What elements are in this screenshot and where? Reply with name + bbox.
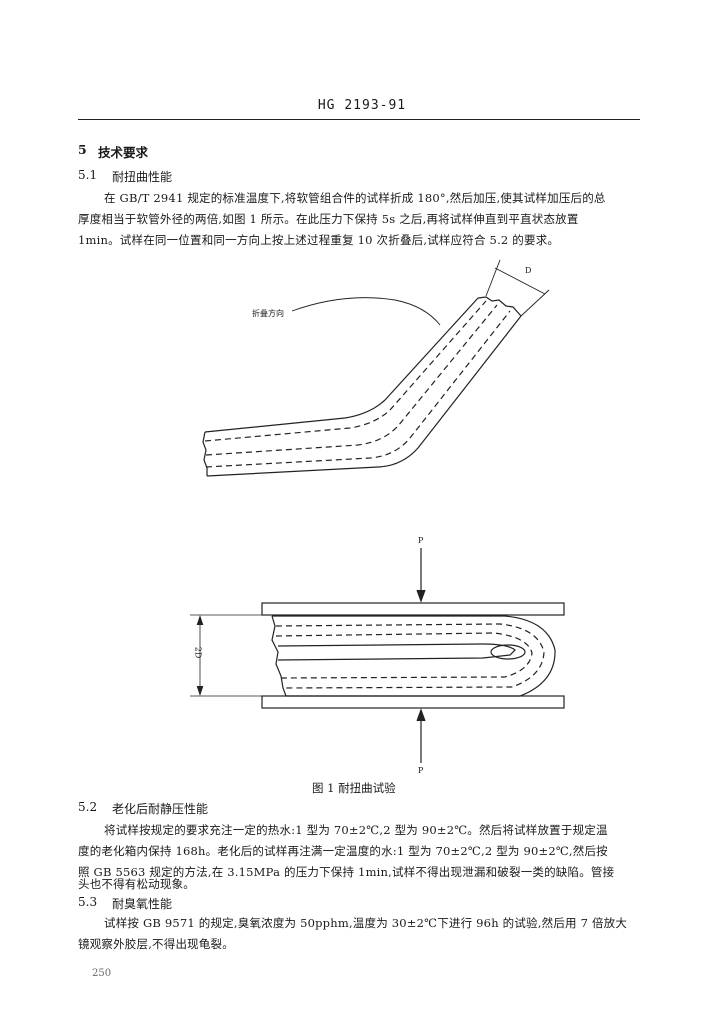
fold-direction-leader	[291, 297, 441, 326]
subsection-number: 5.2	[78, 800, 98, 814]
figure-caption: 图 1 耐扭曲试验	[312, 781, 396, 795]
page-number: 250	[92, 968, 112, 979]
load-p-top-label: P	[418, 536, 424, 545]
hose-inner-dashed	[204, 300, 487, 442]
paragraph-line: 照 GB 5563 规定的方法,在 3.15MPa 的压力下保持 1min,试样…	[78, 865, 615, 879]
folded-hose-loop	[490, 644, 526, 660]
load-p-bottom-label: P	[418, 766, 424, 775]
header-rule	[78, 119, 640, 120]
hose-outer-upper	[204, 297, 479, 433]
hose-inner-dashed	[205, 304, 498, 456]
paragraph-line: 度的老化箱内保持 168h。老化后的试样再注满一定温度的水:1 型为 70±2℃…	[78, 844, 608, 858]
paragraph-line: 试样按 GB 9571 的规定,臭氧浓度为 50pphm,温度为 30±2℃下进…	[104, 916, 628, 930]
section-number: 5	[78, 142, 87, 157]
paragraph-line: 头也不得有松动现象。	[78, 877, 195, 891]
dimension-d-label: D	[525, 266, 532, 275]
hose-inner-dashed	[205, 310, 511, 468]
paragraph-line: 在 GB/T 2941 规定的标准温度下,将软管组合件的试样折成 180°,然后…	[104, 191, 606, 205]
subsection-title: 老化后耐静压性能	[112, 802, 209, 816]
folded-hose-dashed	[275, 632, 533, 679]
section-title: 技术要求	[98, 145, 149, 160]
folded-hose-outer	[272, 615, 556, 697]
paragraph-line: 将试样按规定的要求充注一定的热水:1 型为 70±2℃,2 型为 90±2℃。然…	[104, 823, 608, 837]
subsection-title: 耐扭曲性能	[112, 170, 173, 184]
folded-hose-bore	[277, 643, 516, 661]
paragraph-line: 1min。试样在同一位置和同一方向上按上述过程重复 10 次折叠后,试样应符合 …	[78, 233, 560, 247]
hose-break-left	[202, 431, 208, 476]
hose-outer-lower	[206, 315, 522, 477]
hose-break-right	[477, 296, 522, 317]
subsection-number: 5.1	[78, 168, 98, 182]
standard-header: HG 2193-91	[317, 98, 407, 113]
bottom-plate	[261, 695, 565, 709]
folded-hose-outer-break	[271, 615, 287, 697]
subsection-title: 耐臭氧性能	[112, 897, 173, 911]
subsection-number: 5.3	[78, 895, 98, 909]
dimension-2d-label: 2D	[193, 646, 203, 659]
paragraph-line: 镜观察外胶层,不得出现龟裂。	[78, 937, 234, 951]
paragraph-line: 厚度相当于软管外径的两倍,如图 1 所示。在此压力下保持 5s 之后,再将试样伸…	[78, 212, 579, 226]
fold-direction-label: 折叠方向	[252, 309, 284, 318]
top-plate	[261, 602, 565, 616]
